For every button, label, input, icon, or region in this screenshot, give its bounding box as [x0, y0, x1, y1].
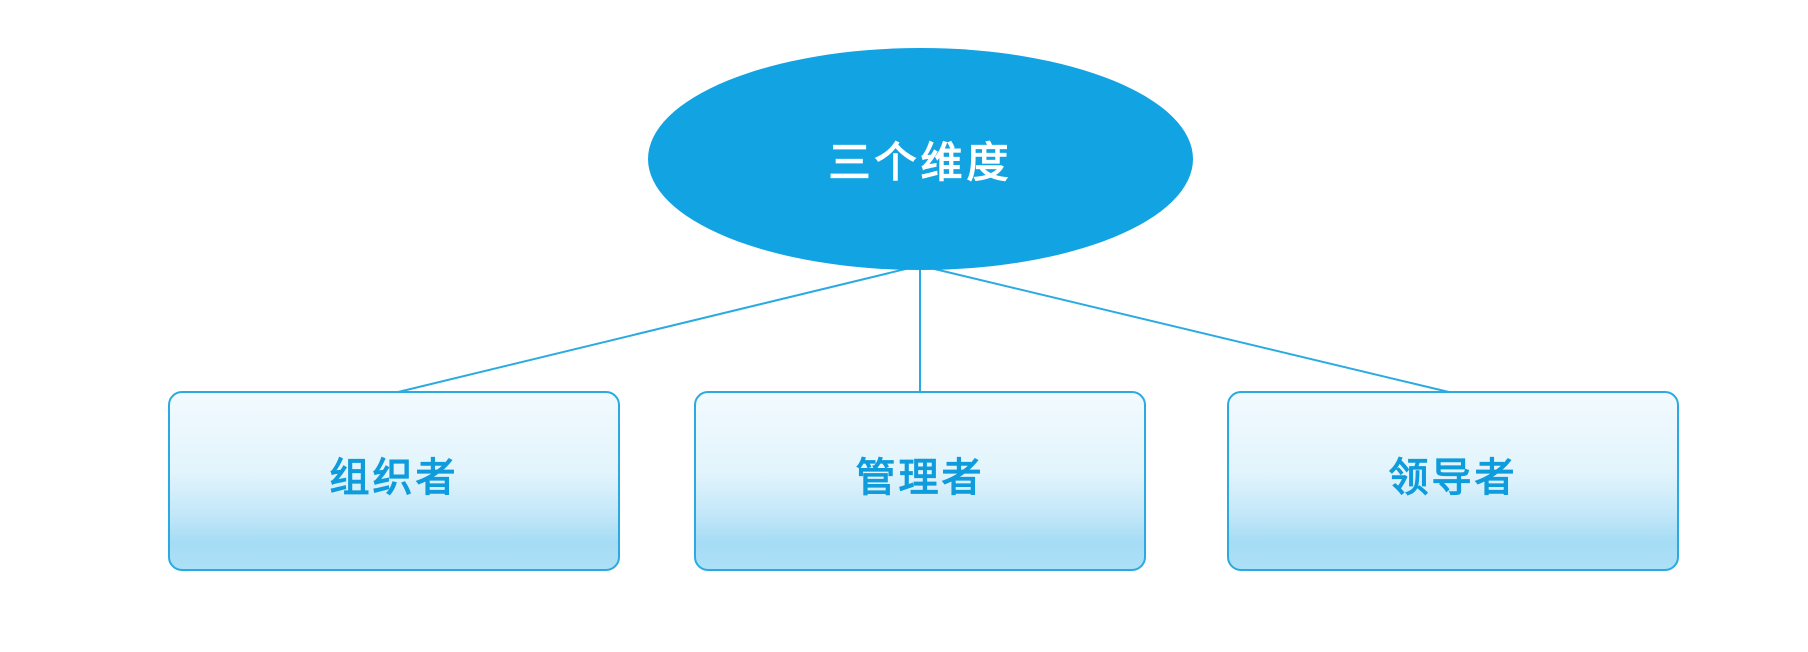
- child-node-organizer-label: 组织者: [329, 455, 459, 501]
- connector-line-left: [393, 265, 919, 394]
- root-node-ellipse: 三个维度: [648, 48, 1193, 270]
- child-node-manager: 管理者: [694, 391, 1146, 571]
- child-node-manager-label: 管理者: [855, 455, 985, 501]
- root-node-label: 三个维度: [828, 137, 1013, 187]
- connector-line-right: [921, 265, 1454, 394]
- child-node-organizer: 组织者: [168, 391, 620, 571]
- child-node-leader-label: 领导者: [1388, 455, 1518, 501]
- child-node-leader: 领导者: [1227, 391, 1679, 571]
